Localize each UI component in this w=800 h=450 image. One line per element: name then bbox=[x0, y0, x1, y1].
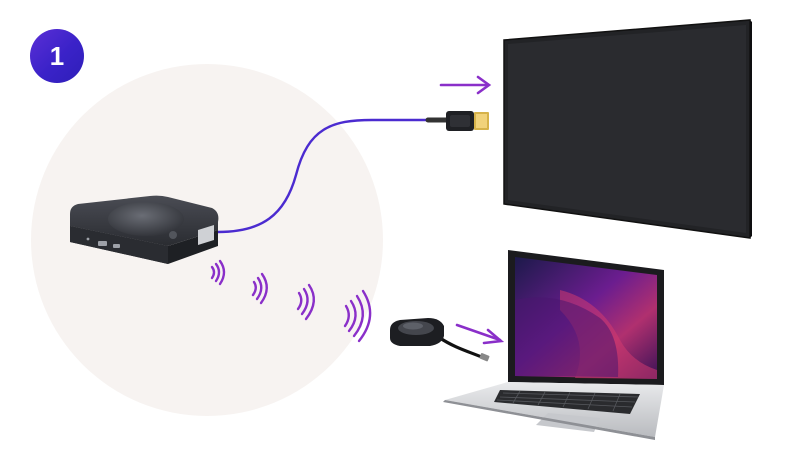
clickshare-base-unit bbox=[70, 195, 219, 264]
hdmi-connector bbox=[446, 111, 489, 131]
step-badge: 1 bbox=[30, 29, 84, 83]
arrow-to-display bbox=[439, 75, 492, 95]
base-unit-button bbox=[169, 231, 177, 239]
base-unit-dome bbox=[108, 202, 184, 236]
step-number: 1 bbox=[49, 41, 65, 71]
signal-group-3 bbox=[296, 283, 315, 321]
signal-group-1 bbox=[210, 259, 226, 286]
signal-group-2 bbox=[251, 272, 268, 305]
wireless-signal bbox=[210, 259, 372, 343]
signal-group-4 bbox=[343, 289, 372, 343]
laptop bbox=[443, 250, 664, 440]
clickshare-button bbox=[390, 318, 490, 362]
hdmi-cable bbox=[217, 118, 430, 234]
tv-display bbox=[503, 19, 752, 239]
arrow-to-laptop bbox=[455, 323, 505, 345]
